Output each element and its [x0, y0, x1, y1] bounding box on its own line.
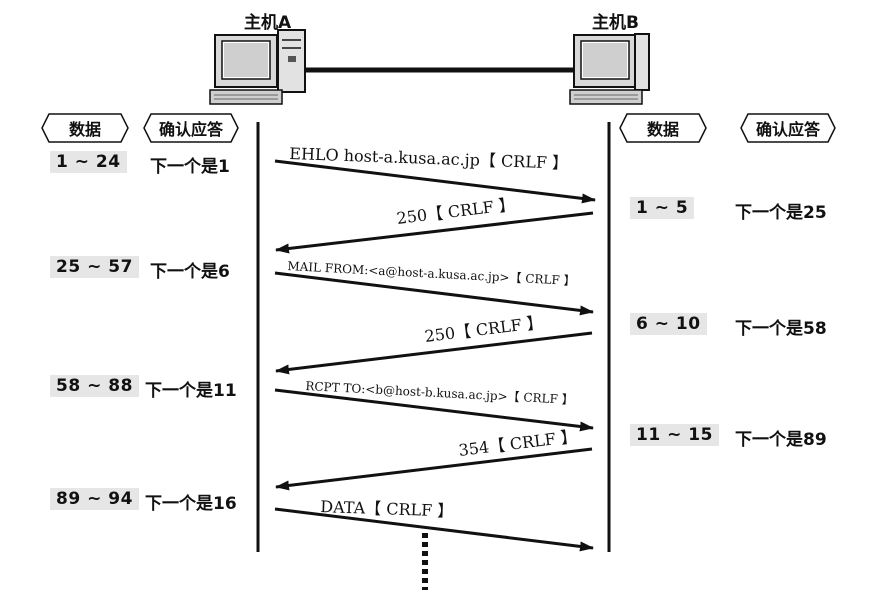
host-a-data-range: 25 ~ 57 — [50, 256, 139, 278]
host-b-label: 主机B — [592, 13, 639, 33]
host-a-data-range: 1 ~ 24 — [50, 151, 127, 173]
computer-b-icon — [569, 33, 650, 105]
column-header-ack-right: 确认应答 — [740, 113, 836, 143]
column-header-data-left: 数据 — [41, 113, 129, 143]
message-arrow-a-to-b — [274, 388, 594, 432]
message-arrow-a-to-b — [274, 159, 596, 204]
host-a-ack: 下一个是16 — [145, 494, 237, 514]
message-arrow-b-to-a — [275, 447, 593, 491]
column-header-ack-left: 确认应答 — [143, 113, 239, 143]
host-b-ack: 下一个是89 — [735, 430, 827, 450]
message-label: DATA【 CRLF 】 — [320, 497, 454, 521]
host-a-ack: 下一个是6 — [150, 262, 230, 282]
host-b-ack: 下一个是25 — [735, 203, 827, 223]
message-arrow-a-to-b — [274, 507, 594, 552]
host-b-ack: 下一个是58 — [735, 319, 827, 339]
host-a-label: 主机A — [244, 13, 292, 33]
host-b-data-range: 1 ~ 5 — [630, 197, 695, 219]
message-arrow-b-to-a — [275, 211, 594, 254]
host-a-data-range: 58 ~ 88 — [50, 375, 139, 397]
host-b-data-range: 11 ~ 15 — [630, 424, 719, 446]
host-a-ack: 下一个是1 — [150, 157, 230, 177]
message-arrow-a-to-b — [274, 271, 594, 316]
computer-a-icon — [209, 29, 306, 105]
message-arrow-b-to-a — [275, 331, 593, 375]
host-a-data-range: 89 ~ 94 — [50, 488, 139, 510]
host-a-ack: 下一个是11 — [145, 381, 237, 401]
column-header-data-right: 数据 — [619, 113, 707, 143]
host-b-data-range: 6 ~ 10 — [630, 313, 707, 335]
